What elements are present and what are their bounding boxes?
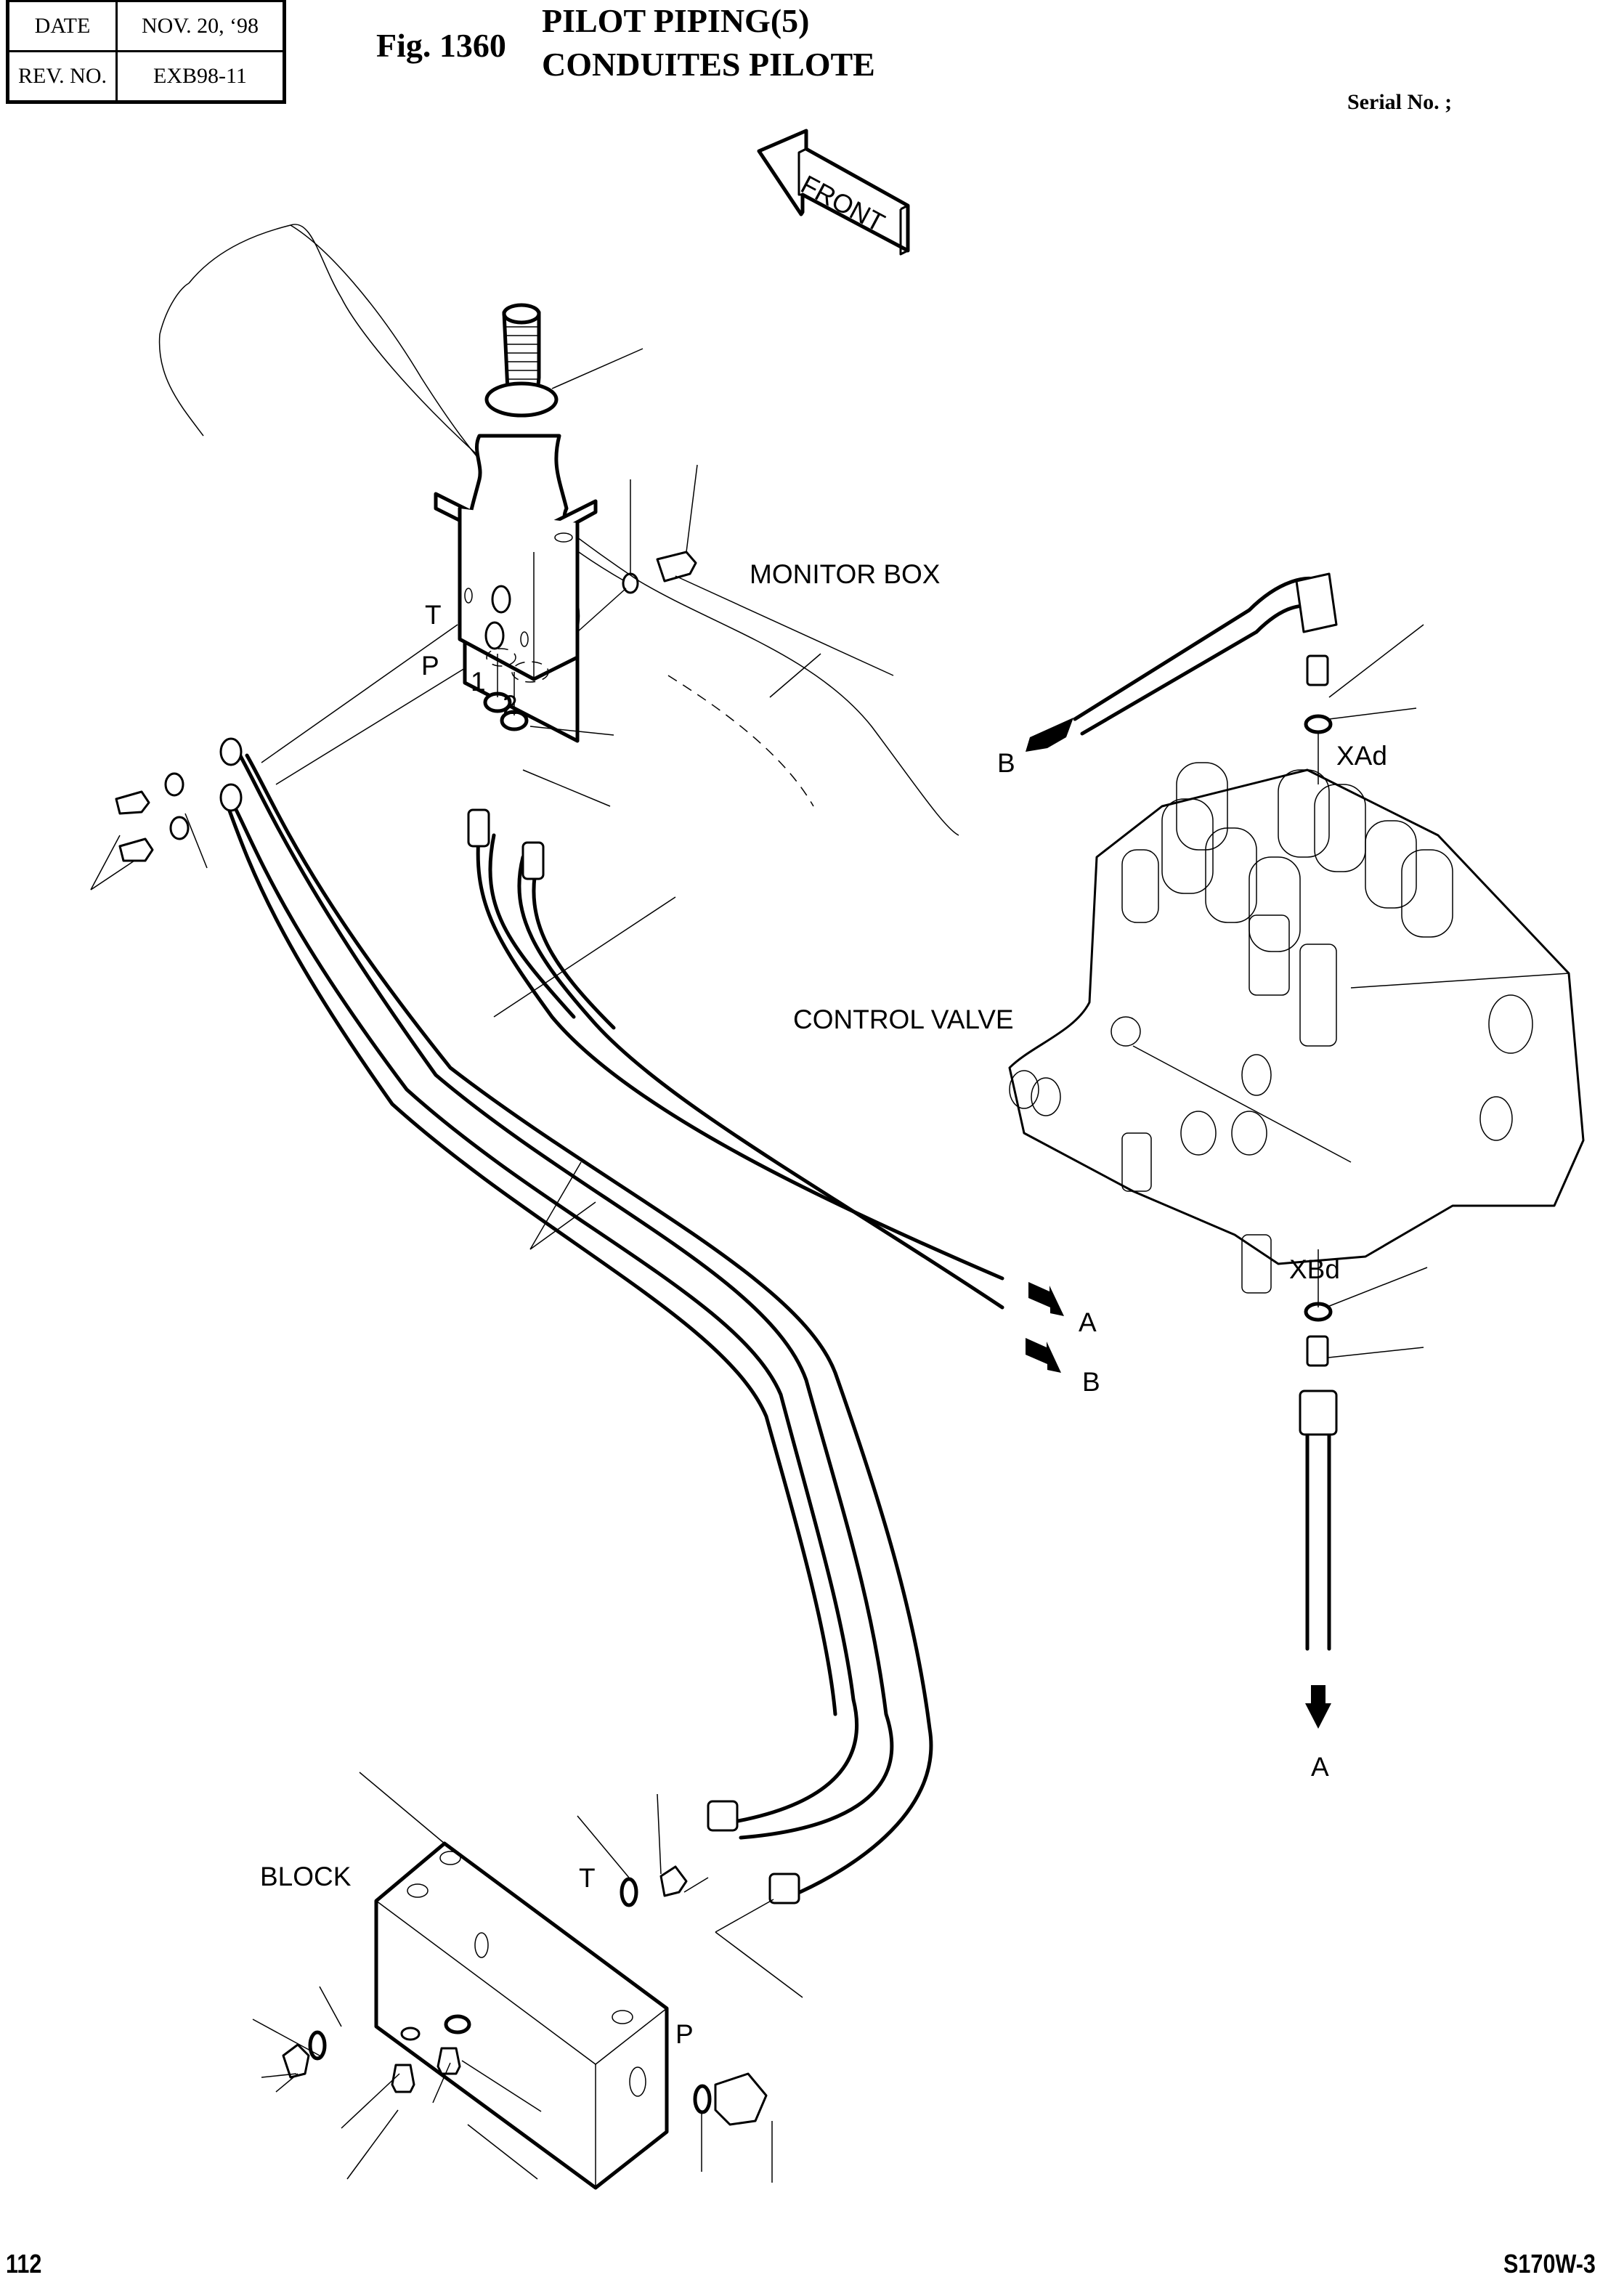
label-port-t-block: T <box>579 1863 596 1893</box>
direction-arrows <box>1026 718 1331 1729</box>
hoses <box>223 576 1331 1898</box>
date-label: DATE <box>7 0 118 52</box>
label-control-valve: CONTROL VALVE <box>793 1005 1014 1034</box>
revision-table: DATE NOV. 20, ‘98 REV. NO. EXB98-11 <box>6 0 286 104</box>
pilot-valve <box>434 303 698 743</box>
label-port-2: 2 <box>503 690 518 720</box>
label-block: BLOCK <box>260 1862 352 1891</box>
arrow-b-top-icon <box>1026 718 1073 752</box>
label-port-1: 1 <box>471 667 486 697</box>
valve-fittings <box>1304 654 1333 1367</box>
control-valve <box>1008 762 1585 1294</box>
page-number: 112 <box>6 2249 42 2279</box>
label-xad: XAd <box>1336 741 1387 771</box>
block <box>252 1772 803 2190</box>
arrow-a-bottom-icon <box>1305 1685 1331 1729</box>
leader-lines <box>90 348 1428 1359</box>
bolts-washers-left <box>115 772 190 862</box>
arrow-b-mid-icon <box>1026 1338 1061 1373</box>
label-port-t-pilot: T <box>425 600 442 630</box>
label-xbd: XBd <box>1289 1254 1340 1284</box>
date-value: NOV. 20, ‘98 <box>115 0 285 52</box>
model-number: S170W-3 <box>1503 2249 1596 2279</box>
label-arrow-b-mid: B <box>1082 1367 1100 1397</box>
label-arrow-b-top: B <box>997 748 1015 778</box>
label-arrow-a-bottom: A <box>1311 1752 1329 1782</box>
rev-value: EXB98-11 <box>115 50 285 103</box>
front-arrow-icon <box>757 129 910 256</box>
title-line-2: CONDUITES PILOTE <box>542 46 875 83</box>
label-port-p-pilot: P <box>421 651 439 681</box>
arrow-a-mid-icon <box>1028 1282 1064 1316</box>
hose-fittings <box>219 572 1338 1904</box>
title-line-1: PILOT PIPING(5) <box>542 2 810 39</box>
label-arrow-a-mid: A <box>1079 1307 1097 1337</box>
label-monitor-box: MONITOR BOX <box>750 559 941 589</box>
figure-number: Fig. 1360 <box>376 27 506 64</box>
rev-label: REV. NO. <box>7 50 118 103</box>
label-port-p-block: P <box>675 2019 694 2049</box>
serial-number: Serial No. ; <box>1347 90 1453 114</box>
